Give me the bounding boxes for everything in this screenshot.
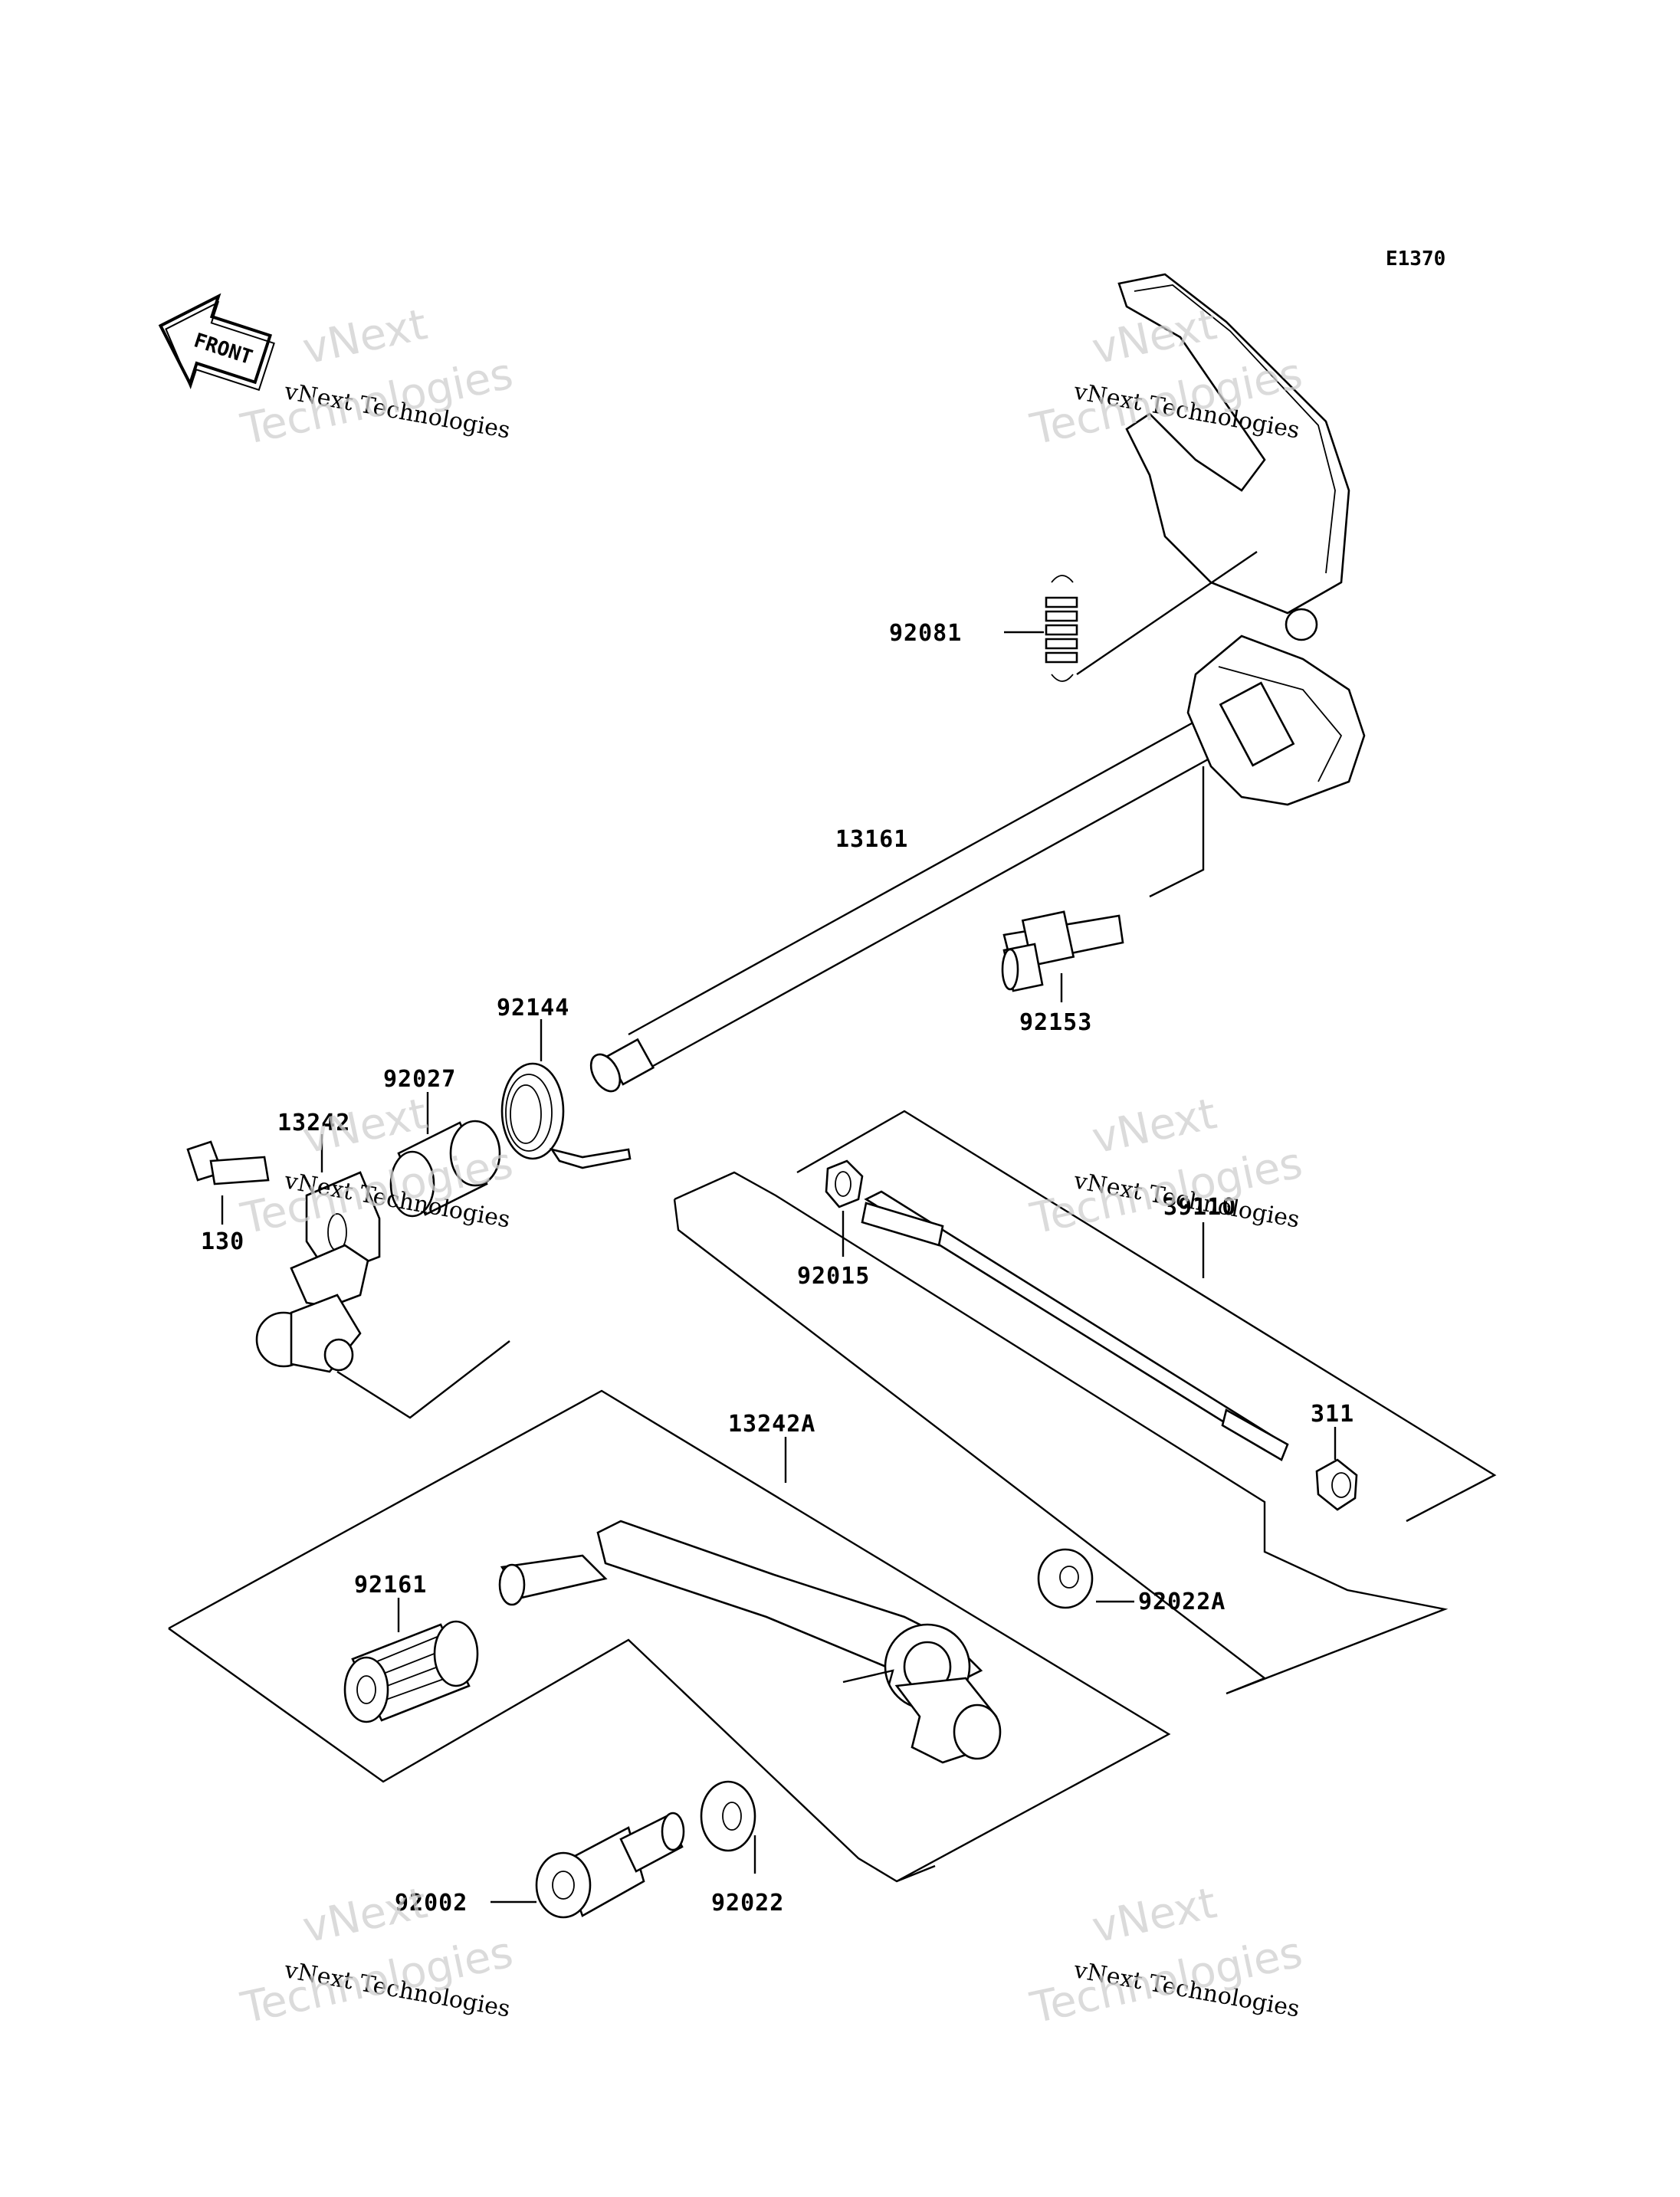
front-arrow-icon: FRONT xyxy=(158,293,275,392)
pedal-box xyxy=(168,1389,1171,1883)
collar-92027 xyxy=(389,1092,501,1218)
bolt-130 xyxy=(186,1140,270,1225)
tie-rod-box xyxy=(673,1110,1497,1695)
pedal-rubber-92161 xyxy=(343,1598,479,1723)
stopper-bolt-92153 xyxy=(1001,910,1124,1002)
label-39110: 39110 xyxy=(1163,1194,1236,1221)
watermark-vnext: vNext xyxy=(1088,1878,1221,1953)
label-92161: 92161 xyxy=(354,1572,427,1599)
label-13242A: 13242A xyxy=(728,1411,815,1438)
label-311: 311 xyxy=(1311,1401,1354,1428)
shift-shaft xyxy=(589,710,1234,1093)
watermark-vnext: vNext xyxy=(1088,1089,1221,1164)
watermark-vnext: vNext xyxy=(298,300,431,375)
washer-92022 xyxy=(700,1780,756,1874)
label-92027: 92027 xyxy=(383,1066,456,1093)
return-spring-92081 xyxy=(1004,551,1258,682)
shift-pedal-13242A xyxy=(498,1437,1002,1764)
pivot-bolt-92002 xyxy=(491,1812,685,1919)
watermark-vnext: vNext xyxy=(298,1878,431,1953)
label-92022: 92022 xyxy=(711,1890,784,1917)
watermark-technologies: Technologies xyxy=(236,349,517,455)
shift-lever-13242 xyxy=(255,1134,510,1419)
watermark-technologies: Technologies xyxy=(1025,1138,1306,1244)
label-13161: 13161 xyxy=(835,826,908,853)
shift-arm-plate xyxy=(1117,273,1366,806)
label-92022A: 92022A xyxy=(1138,1589,1226,1615)
washer-92022A xyxy=(1037,1548,1134,1609)
watermark-bottom-right: vNext vNext Technologies Technologies xyxy=(1025,1878,1306,2034)
tie-rod-39110 xyxy=(861,1190,1289,1461)
label-92144: 92144 xyxy=(497,995,569,1021)
label-130: 130 xyxy=(201,1228,244,1255)
label-13242: 13242 xyxy=(277,1110,350,1136)
watermark-bottom-left: vNext vNext Technologies Technologies xyxy=(236,1878,517,2034)
torsion-spring-92144 xyxy=(500,1019,632,1169)
watermark-mid-right: vNext vNext Technologies Technologies xyxy=(1025,1089,1306,1244)
diagram-code: E1370 xyxy=(1386,248,1445,271)
label-92153: 92153 xyxy=(1019,1009,1092,1036)
nut-92015 xyxy=(825,1159,864,1257)
nut-311 xyxy=(1315,1427,1358,1511)
label-92081: 92081 xyxy=(889,620,962,647)
watermark-top-left: vNext vNext Technologies Technologies xyxy=(236,300,517,455)
label-92002: 92002 xyxy=(395,1890,468,1917)
watermark-technologies: Technologies xyxy=(1025,1927,1306,2034)
label-92015: 92015 xyxy=(797,1263,870,1290)
watermark-technologies: Technologies xyxy=(236,1927,517,2034)
